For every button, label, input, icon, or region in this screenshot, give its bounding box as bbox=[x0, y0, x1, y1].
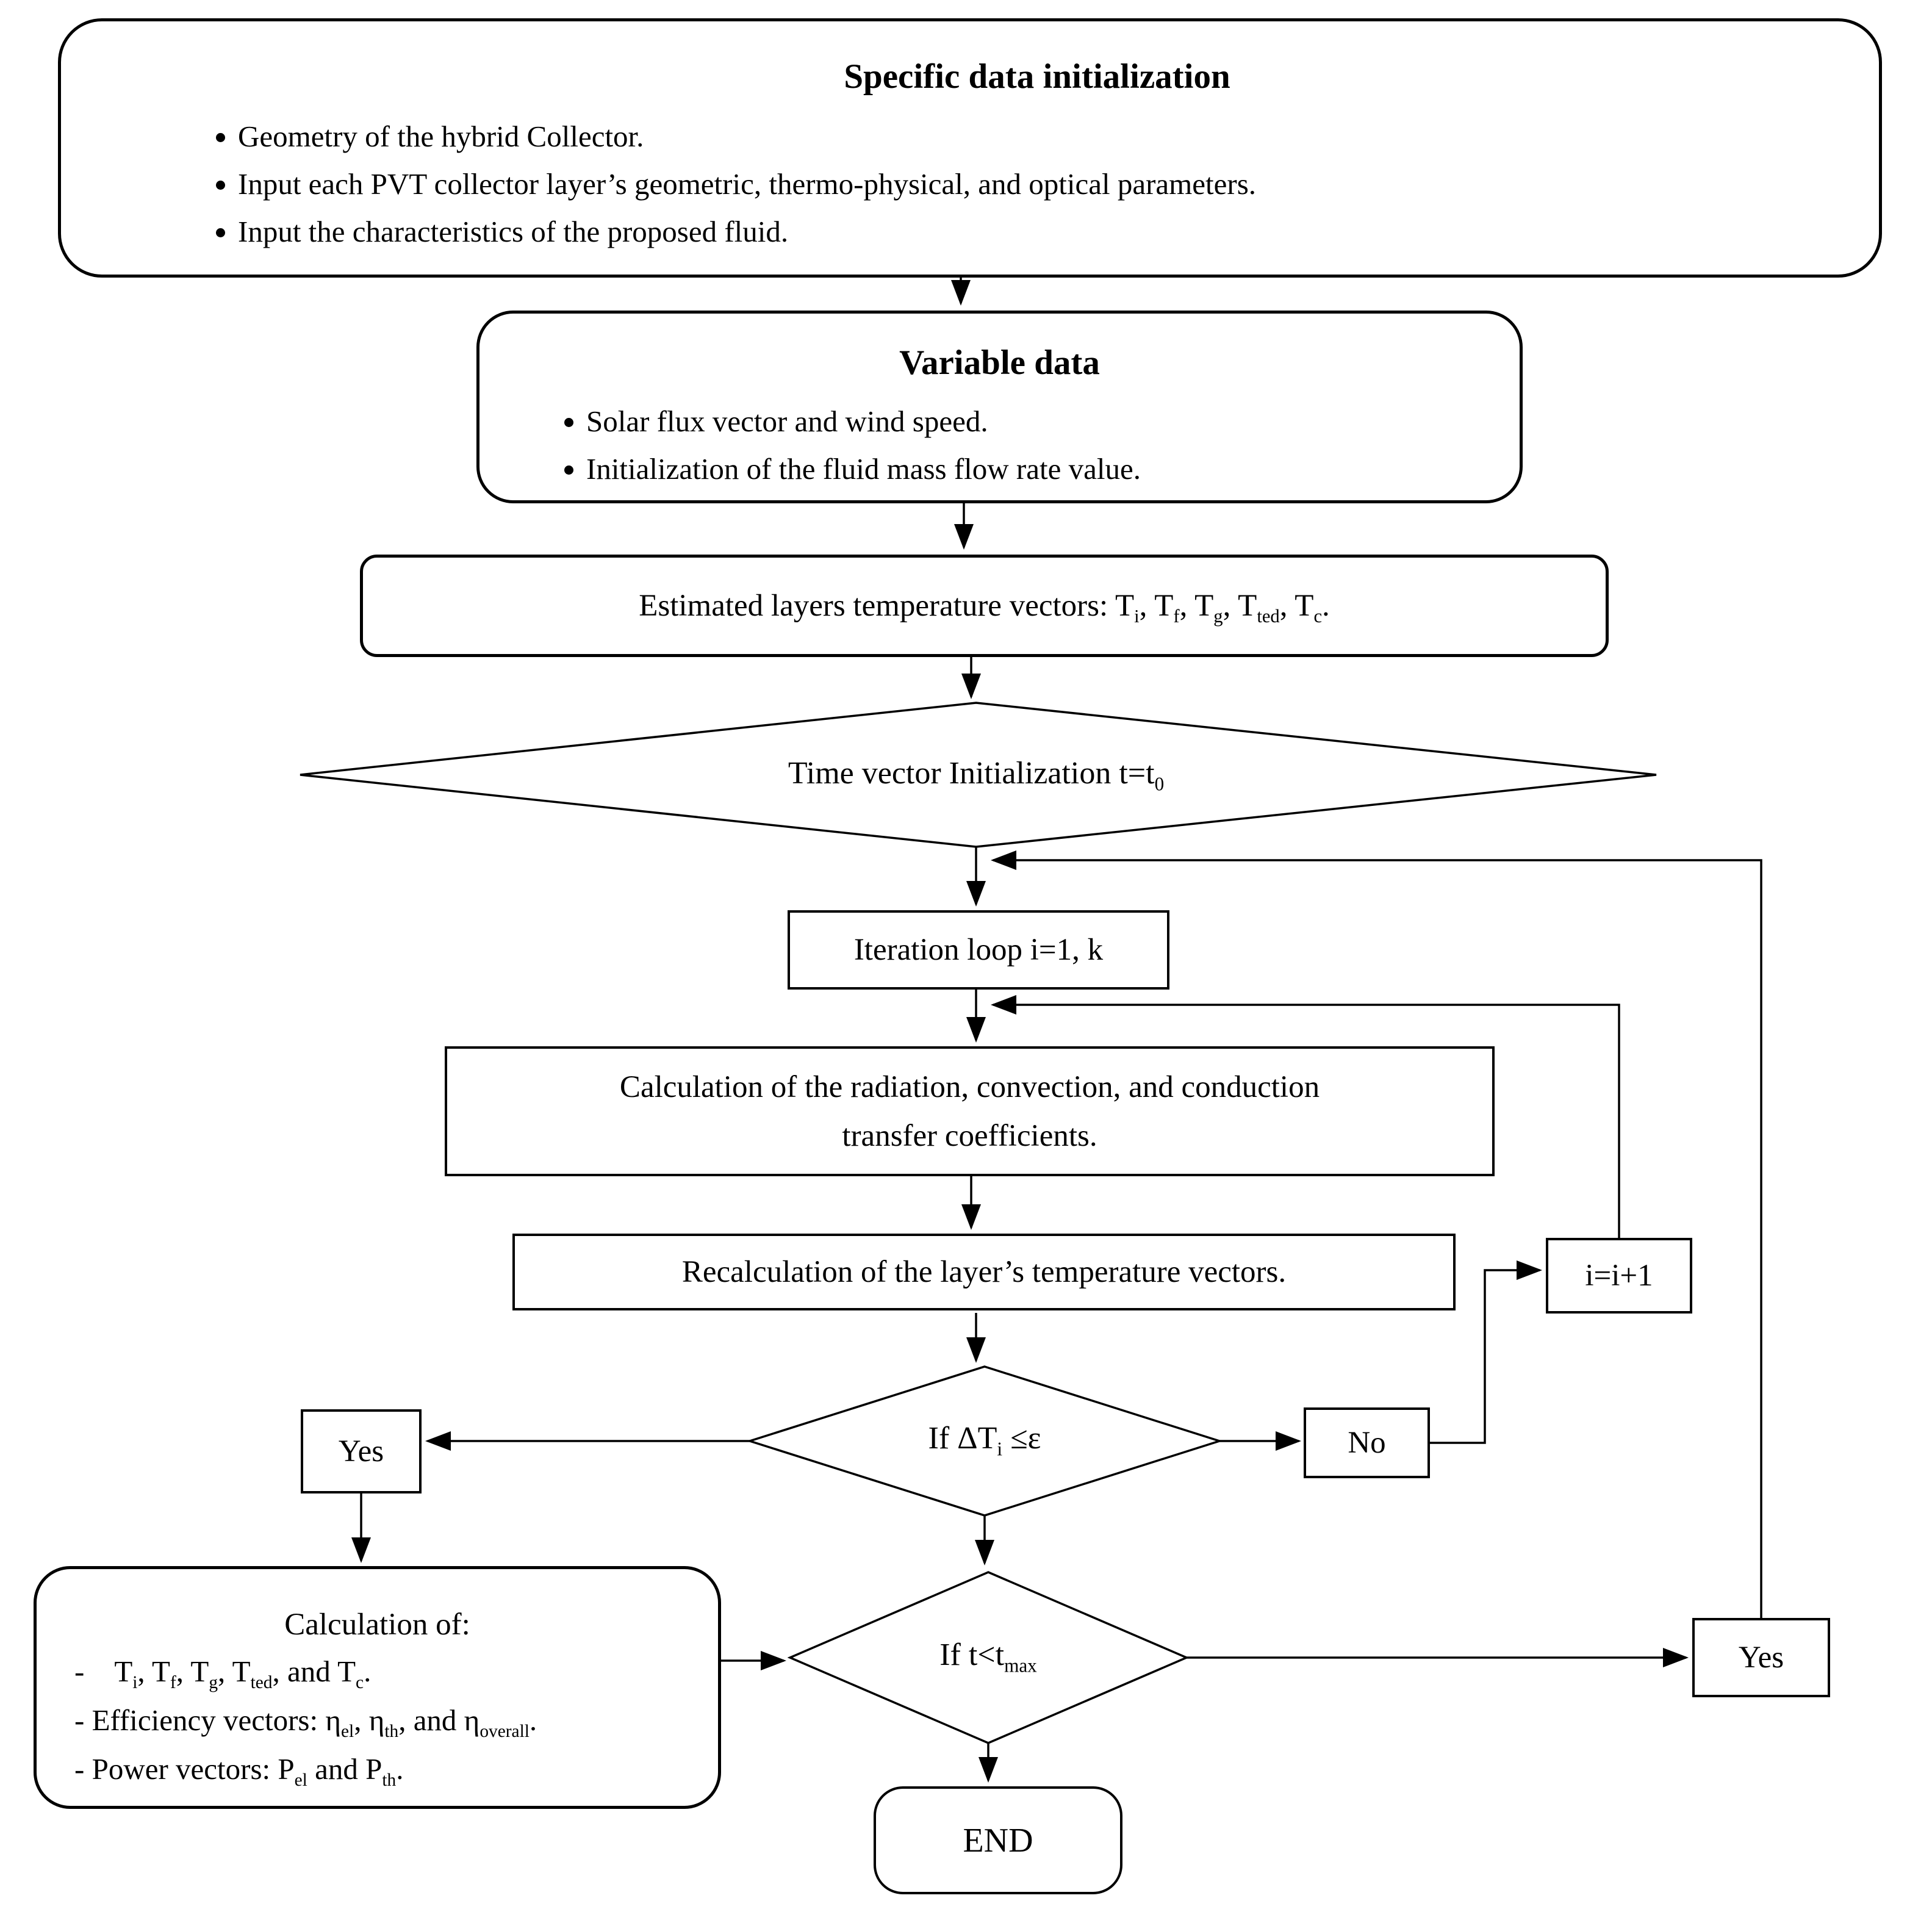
outputs-item: - Power vectors: Pel and Pth. bbox=[74, 1752, 404, 1790]
dt-decision-diamond-label: If ΔTi ≤ε bbox=[928, 1421, 1041, 1460]
variable-data-title: Variable data bbox=[899, 343, 1100, 382]
outputs-item-list: - Ti, Tf, Tg, Tted, and Tc. - Efficiency… bbox=[74, 1647, 537, 1794]
transfer-coeff-line: Calculation of the radiation, convection… bbox=[619, 1069, 1320, 1104]
outputs-item: - Efficiency vectors: ηel, ηth, and ηove… bbox=[74, 1703, 537, 1741]
bullet-item: Solar flux vector and wind speed. bbox=[586, 398, 1141, 445]
iteration-loop-box: Iteration loop i=1, k bbox=[788, 910, 1169, 990]
yes-branch-box-left: Yes bbox=[301, 1409, 422, 1493]
end-label: END bbox=[963, 1821, 1033, 1860]
specific-data-title: Specific data initialization bbox=[844, 57, 1230, 96]
flow-arrow-no-to-increment bbox=[1430, 1260, 1542, 1444]
tmax-decision-diamond-label: If t<tmax bbox=[939, 1637, 1037, 1677]
flow-arrow-increment-feedback bbox=[991, 995, 1620, 1238]
bullet-item: Input the characteristics of the propose… bbox=[238, 208, 1256, 256]
specific-data-bullet-list: Geometry of the hybrid Collector. Input … bbox=[238, 113, 1256, 256]
no-label: No bbox=[1348, 1426, 1386, 1460]
iteration-loop-label: Iteration loop i=1, k bbox=[853, 933, 1104, 967]
increment-box: i=i+1 bbox=[1546, 1238, 1692, 1314]
outputs-box: Calculation of: - Ti, Tf, Tg, Tted, and … bbox=[34, 1566, 721, 1809]
yes-left-label: Yes bbox=[338, 1434, 384, 1468]
end-box: END bbox=[874, 1786, 1122, 1894]
outputs-title: Calculation of: bbox=[284, 1608, 470, 1642]
bullet-item: Input each PVT collector layer’s geometr… bbox=[238, 160, 1256, 208]
start-specific-data-box: Specific data initialization Geometry of… bbox=[58, 18, 1882, 278]
estimated-temps-label: Estimated layers temperature vectors: Ti… bbox=[639, 589, 1330, 627]
bullet-item: Initialization of the fluid mass flow ra… bbox=[586, 445, 1141, 493]
time-init-diamond-label: Time vector Initialization t=t0 bbox=[788, 756, 1165, 795]
estimated-temps-box: Estimated layers temperature vectors: Ti… bbox=[360, 555, 1609, 657]
dt-decision-diamond bbox=[746, 1365, 1223, 1517]
recalc-label: Recalculation of the layer’s temperature… bbox=[681, 1255, 1287, 1289]
variable-data-bullet-list: Solar flux vector and wind speed. Initia… bbox=[586, 398, 1141, 493]
no-branch-box: No bbox=[1304, 1407, 1430, 1478]
yes-bottom-label: Yes bbox=[1738, 1641, 1784, 1675]
recalc-box: Recalculation of the layer’s temperature… bbox=[512, 1234, 1456, 1310]
time-init-diamond bbox=[300, 702, 1657, 848]
yes-branch-box-bottom: Yes bbox=[1692, 1618, 1830, 1697]
variable-data-box: Variable data Solar flux vector and wind… bbox=[476, 311, 1523, 503]
transfer-coeff-box: Calculation of the radiation, convection… bbox=[445, 1046, 1495, 1176]
increment-label: i=i+1 bbox=[1585, 1259, 1653, 1293]
outputs-item: - Ti, Tf, Tg, Tted, and Tc. bbox=[74, 1655, 372, 1692]
flow-arrow-time-feedback bbox=[991, 850, 1762, 1618]
tmax-decision-diamond bbox=[787, 1571, 1190, 1744]
bullet-item: Geometry of the hybrid Collector. bbox=[238, 113, 1256, 160]
transfer-coeff-line: transfer coefficients. bbox=[842, 1118, 1097, 1153]
